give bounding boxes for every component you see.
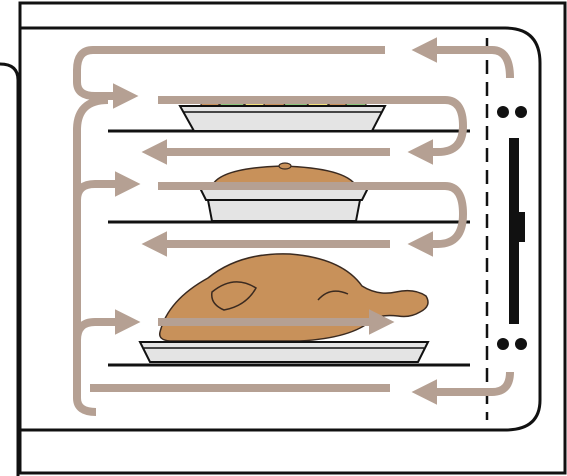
fan-mount-dots-bottom xyxy=(497,338,527,350)
roast-chicken xyxy=(138,253,430,363)
airflow-bottom-in xyxy=(73,309,141,341)
convection-fan xyxy=(509,138,525,324)
airflow-fan-top xyxy=(411,37,514,79)
airflow-fan-bottom xyxy=(411,371,514,405)
airflow-left-channel xyxy=(73,96,109,416)
fan-mount-dots-top xyxy=(497,106,527,118)
oven-door-edge xyxy=(0,62,20,476)
airflow-middle-rack-loop xyxy=(158,182,467,257)
airflow-top-rack-loop xyxy=(158,96,467,165)
airflow-top-return xyxy=(73,46,385,109)
pie-dish xyxy=(198,162,370,222)
airflow-middle-in xyxy=(73,171,141,201)
oven-body xyxy=(18,1,567,475)
airflow-arrows xyxy=(73,37,514,416)
oven-cavity xyxy=(20,26,542,432)
